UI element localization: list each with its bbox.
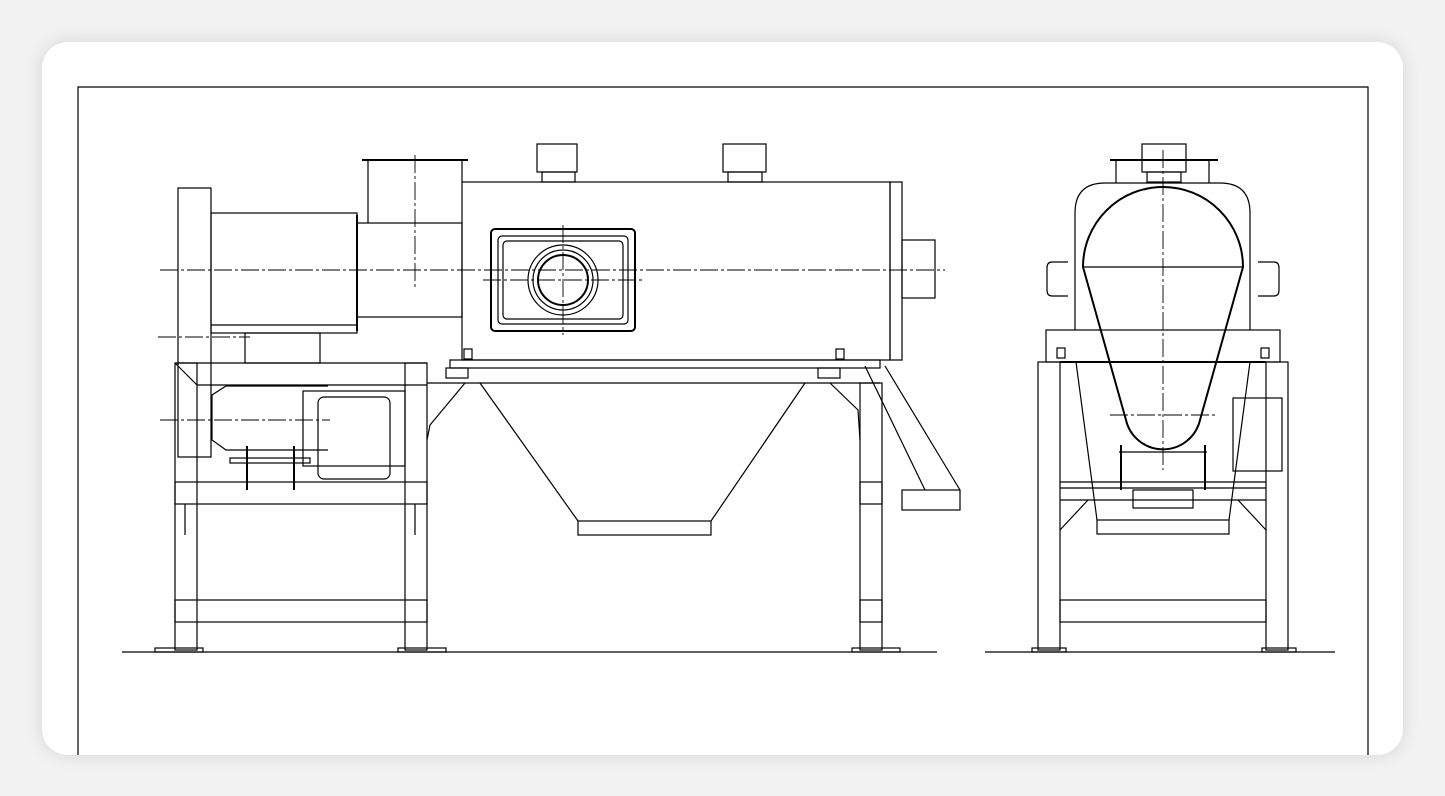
side-view [122, 143, 961, 653]
drawing-frame [77, 86, 1369, 755]
motor [158, 187, 358, 458]
screen-housing [449, 143, 936, 369]
inlet-duct [356, 155, 468, 318]
inspection-window [483, 225, 642, 335]
hopper [426, 348, 880, 536]
end-view [985, 143, 1335, 653]
frame-left [154, 362, 447, 653]
discharge-chute [864, 365, 961, 511]
frame-right [851, 382, 901, 653]
